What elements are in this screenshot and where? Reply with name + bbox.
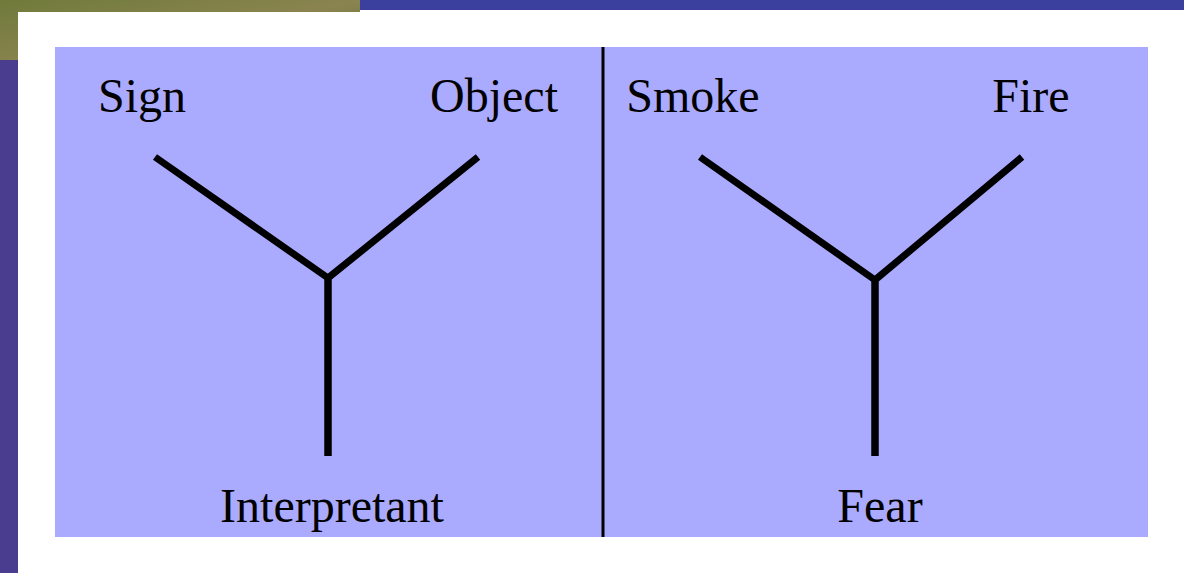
divider-line xyxy=(602,47,605,537)
sign-term: Sign xyxy=(94,68,190,157)
term-label: Interpretant xyxy=(220,478,444,533)
sign-term: Smoke xyxy=(622,68,763,157)
sign-term: Interpretant xyxy=(216,456,448,537)
diagram-panel xyxy=(55,47,1148,537)
sign-term: Fear xyxy=(833,456,926,537)
triad-branch xyxy=(155,157,328,456)
term-label: Sign xyxy=(98,68,186,123)
top-bar xyxy=(360,0,1184,10)
slide-panel xyxy=(18,12,1184,573)
triad-branch xyxy=(328,157,478,456)
term-label: Object xyxy=(430,68,558,123)
term-label: Fire xyxy=(992,68,1069,123)
term-label: Smoke xyxy=(626,68,759,123)
triad-branch xyxy=(875,157,1022,456)
term-label: Fear xyxy=(837,478,922,533)
triad-branch xyxy=(700,157,875,456)
sign-term: Fire xyxy=(988,68,1073,157)
sign-term: Object xyxy=(426,68,562,157)
side-bar xyxy=(0,60,18,573)
